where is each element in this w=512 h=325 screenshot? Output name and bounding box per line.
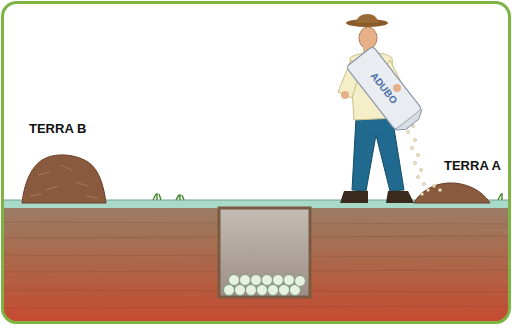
soil-label: TERRA A <box>444 159 501 173</box>
frame-border <box>3 3 510 323</box>
soil-texture <box>30 165 98 198</box>
grass-tuft <box>153 193 502 200</box>
planting-pit <box>219 208 310 297</box>
soil-pile <box>414 183 490 203</box>
fertilizer-grains <box>406 116 441 195</box>
soil-pile <box>22 155 106 203</box>
fertilizer-bag <box>346 46 426 135</box>
seed-balls <box>224 275 306 296</box>
soil-layers <box>3 207 509 322</box>
soil-label: TERRA B <box>29 122 86 136</box>
